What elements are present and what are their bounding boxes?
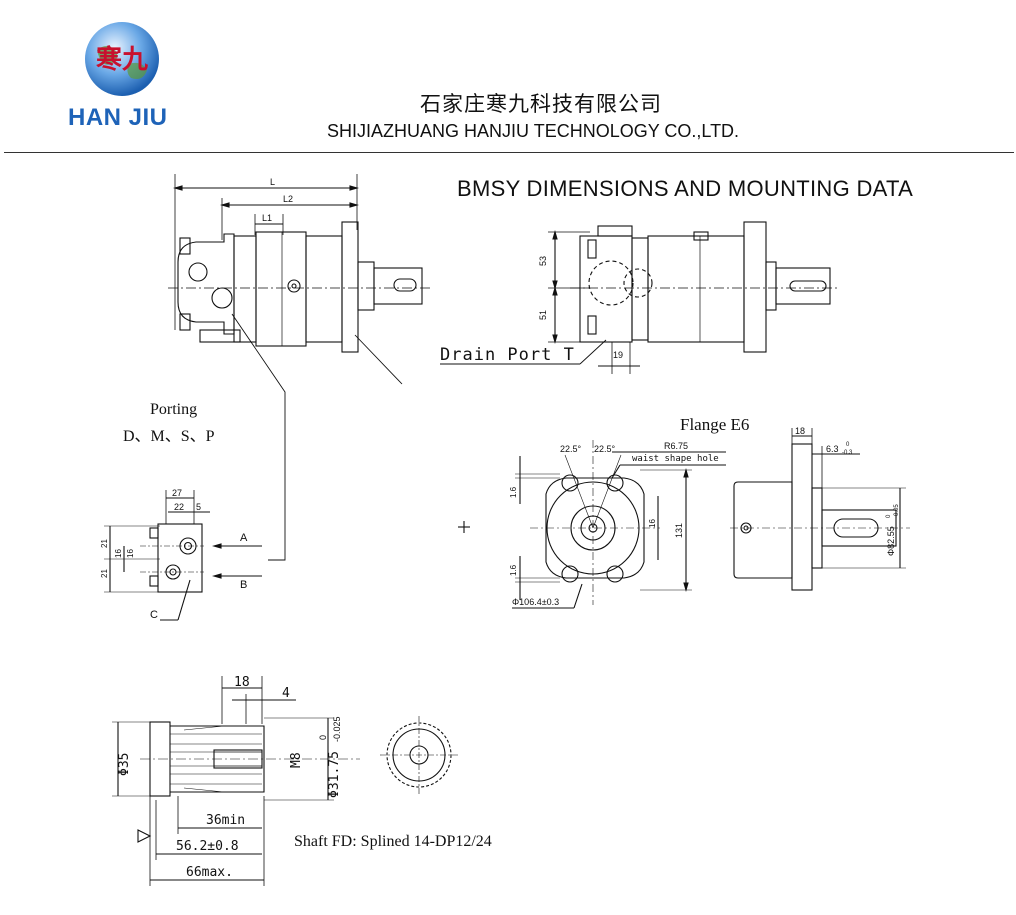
pilot-dia: Φ82.55 (886, 526, 896, 556)
shaft-caption: Shaft FD: Splined 14-DP12/24 (294, 833, 492, 850)
spline-tol-lower: -0.025 (332, 716, 342, 742)
flange-dim-6-3: 6.3 (826, 444, 839, 454)
flange-label: Flange E6 (680, 415, 749, 434)
port-A-label: A (240, 532, 248, 544)
flange-dim-18: 18 (795, 426, 805, 436)
spline-tol-upper: 0 (318, 735, 328, 740)
flange-tol-6-3-lower: -0.3 (842, 450, 853, 456)
dim-1-6-lower: 1.6 (509, 564, 518, 576)
dim-L2: L2 (283, 194, 293, 204)
spline-dia: Φ31.75 (327, 751, 342, 798)
dim-131: 131 (674, 523, 684, 538)
drain-port-label: Drain Port T (440, 345, 575, 365)
company-name-cn: 石家庄寒九科技有限公司 (420, 92, 662, 116)
dim-21-lower: 21 (100, 569, 109, 578)
shaft-dim-36: 36min (206, 813, 245, 828)
flange-tol-6-3-upper: 0 (846, 442, 850, 448)
shaft-detail: 18 4 Φ35 M8 Φ31.75 0 -0.025 36min (112, 675, 492, 886)
waist-hole-note: waist shape hole (632, 454, 719, 464)
dim-53: 53 (538, 256, 548, 266)
port-C-label: C (150, 609, 158, 621)
pilot-tol-upper: 0 (886, 514, 892, 518)
header-divider (4, 152, 1014, 153)
dim-19: 19 (613, 350, 623, 360)
porting-label: Porting (150, 401, 197, 418)
bolt-circle-dia: Φ106.4±0.3 (512, 597, 559, 607)
shaft-dim-56: 56.2±0.8 (176, 839, 239, 854)
radius-label: R6.75 (664, 441, 688, 451)
dim-5: 5 (196, 502, 201, 512)
dim-21-upper: 21 (100, 539, 109, 548)
thread-M8: M8 (289, 752, 304, 768)
dim-22: 22 (174, 502, 184, 512)
dim-51: 51 (538, 310, 548, 320)
pilot-tol-lower: -0.05 (894, 504, 900, 518)
angle-right: 22.5° (594, 444, 616, 454)
globe-logo-icon: 寒九 (85, 22, 159, 96)
porting-detail: Porting D、M、S、P 27 22 5 21 21 16 16 A B (100, 401, 262, 621)
logo-text: HAN JIU (68, 104, 168, 131)
company-name-en: SHIJIAZHUANG HANJIU TECHNOLOGY CO.,LTD. (327, 121, 740, 141)
flange-detail: Flange E6 22.5° 22.5° R6.75 waist shape … (509, 415, 910, 609)
porting-options: D、M、S、P (123, 428, 215, 445)
top-view: 53 51 19 Drain Port T (440, 221, 840, 374)
shaft-dim-66: 66max. (186, 865, 233, 880)
drawing-title: BMSY DIMENSIONS AND MOUNTING DATA (457, 176, 914, 201)
dim-1-6-upper: 1.6 (509, 486, 518, 498)
dim-27: 27 (172, 488, 182, 498)
dim-L1: L1 (262, 213, 272, 223)
dim-16: 16 (648, 519, 657, 528)
dim-16-upper: 16 (114, 549, 123, 558)
angle-left: 22.5° (560, 444, 582, 454)
shaft-dia-35: Φ35 (117, 753, 132, 776)
side-view: L L2 L1 (168, 174, 432, 561)
shaft-dim-4: 4 (282, 686, 290, 701)
shaft-dim-18: 18 (234, 675, 250, 690)
dim-16-lower: 16 (126, 549, 135, 558)
logo-mark-text: 寒九 (96, 44, 148, 75)
port-B-label: B (240, 579, 247, 591)
dim-L: L (270, 177, 275, 187)
